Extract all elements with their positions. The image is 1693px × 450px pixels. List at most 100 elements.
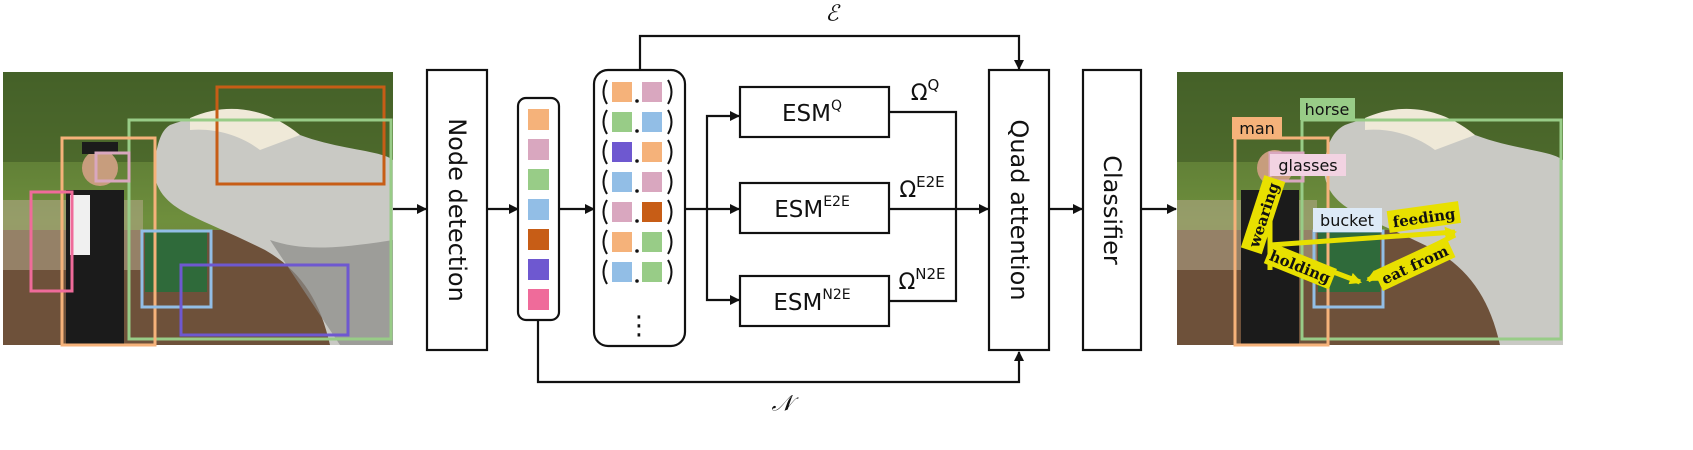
pair-close-paren: [667, 199, 673, 225]
tag-glasses: glasses: [1278, 156, 1337, 175]
arrow-pairs-to-esm-q: [705, 111, 740, 209]
pair-left-square: [612, 172, 632, 192]
pair-comma: [635, 189, 639, 193]
pair-right-square: [642, 202, 662, 222]
relation-arrow-feeding: [1269, 226, 1457, 248]
pair-open-paren: [602, 169, 608, 195]
svg-text:ΩN2E: ΩN2E: [898, 265, 945, 295]
flow-arrows: [393, 34, 1177, 384]
node-feature-square: [528, 259, 549, 280]
node-detection-label: Node detection: [443, 118, 471, 302]
pair-close-paren: [667, 139, 673, 165]
pair-right-square: [642, 172, 662, 192]
omega-e2e-sup: E2E: [916, 173, 945, 191]
omega-n2e-sup: N2E: [915, 265, 945, 283]
node-feature-square: [528, 289, 549, 310]
classifier-label: Classifier: [1098, 155, 1126, 265]
pair-comma: [635, 159, 639, 163]
detection-box-glasses: [94, 151, 131, 183]
svg-text:ESME2E: ESME2E: [774, 194, 850, 223]
node-feature-square: [528, 229, 549, 250]
esm-q-block: ESMQ ΩQ: [738, 76, 940, 139]
edge-pair-row: [602, 79, 673, 105]
edge-pair-row: [602, 139, 673, 165]
node-feature-square: [528, 139, 549, 160]
omega-q-base: Ω: [911, 81, 928, 106]
edge-pair-row: [602, 229, 673, 255]
output-image: man horse glasses bucket wearing feeding…: [1177, 72, 1563, 347]
edges-symbol: ℰ: [825, 2, 841, 27]
pair-comma: [635, 219, 639, 223]
pair-comma: [635, 279, 639, 283]
tag-man: man: [1239, 119, 1275, 138]
pair-open-paren: [602, 109, 608, 135]
edge-pair-row: [602, 169, 673, 195]
detection-box-bucket: [140, 229, 213, 309]
pair-left-square: [612, 142, 632, 162]
detection-box-ground: [179, 263, 350, 337]
omega-n2e-base: Ω: [898, 270, 915, 295]
tag-horse: horse: [1305, 100, 1350, 119]
line-esm-n2e-out: [889, 209, 958, 303]
pair-comma: [635, 99, 639, 103]
pair-right-square: [642, 232, 662, 252]
svg-text:ΩQ: ΩQ: [911, 76, 940, 106]
node-detection-block: Node detection: [425, 68, 489, 352]
arrow-edges-to-attention: [638, 34, 1024, 70]
pair-open-paren: [602, 139, 608, 165]
svg-text:ΩE2E: ΩE2E: [899, 173, 944, 203]
node-feature-stack: [516, 96, 561, 322]
pair-close-paren: [667, 109, 673, 135]
esm-e2e-base: ESM: [774, 197, 823, 223]
node-feature-square: [528, 169, 549, 190]
pair-left-square: [612, 202, 632, 222]
pair-comma: [635, 129, 639, 133]
pair-close-paren: [667, 169, 673, 195]
esm-e2e-sup: E2E: [823, 194, 850, 210]
pair-comma: [635, 249, 639, 253]
pair-ellipsis: ⋮: [626, 311, 652, 341]
nodes-symbol: 𝒩: [771, 392, 799, 417]
omega-q-sup: Q: [928, 76, 940, 94]
pair-right-square: [642, 112, 662, 132]
arrow-nodes-to-attention: [536, 320, 1024, 384]
node-feature-square: [528, 109, 549, 130]
svg-text:ESMQ: ESMQ: [782, 98, 842, 127]
esm-n2e-block: ESMN2E ΩN2E: [738, 265, 946, 328]
detection-box-hair: [215, 85, 386, 186]
esm-q-sup: Q: [831, 98, 842, 114]
edge-pair-stack: ⋮: [592, 68, 687, 348]
pair-right-square: [642, 142, 662, 162]
esm-q-base: ESM: [782, 101, 831, 127]
esm-n2e-base: ESM: [773, 290, 822, 316]
tag-bucket: bucket: [1320, 211, 1374, 230]
pair-open-paren: [602, 199, 608, 225]
esm-e2e-block: ESME2E ΩE2E: [738, 173, 945, 235]
pair-left-square: [612, 82, 632, 102]
edge-pair-row: [602, 259, 673, 285]
pair-open-paren: [602, 79, 608, 105]
svg-text:ESMN2E: ESMN2E: [773, 287, 850, 316]
edge-pair-row: [602, 109, 673, 135]
pair-right-square: [642, 82, 662, 102]
pair-left-square: [612, 262, 632, 282]
line-esm-q-out: [889, 110, 958, 209]
quad-attention-label: Quad attention: [1005, 119, 1033, 300]
pair-left-square: [612, 112, 632, 132]
omega-e2e-base: Ω: [899, 178, 916, 203]
pair-right-square: [642, 262, 662, 282]
pair-open-paren: [602, 229, 608, 255]
input-image: [3, 72, 393, 347]
output-box-horse: [1300, 118, 1563, 341]
arrow-pairs-to-esm-n2e: [705, 209, 740, 305]
pair-open-paren: [602, 259, 608, 285]
classifier-block: Classifier: [1081, 68, 1143, 352]
node-feature-square: [528, 199, 549, 220]
edge-pair-row: [602, 199, 673, 225]
detection-box-arm: [29, 190, 74, 293]
pair-close-paren: [667, 229, 673, 255]
esm-n2e-sup: N2E: [822, 287, 850, 303]
pair-close-paren: [667, 79, 673, 105]
pair-close-paren: [667, 259, 673, 285]
